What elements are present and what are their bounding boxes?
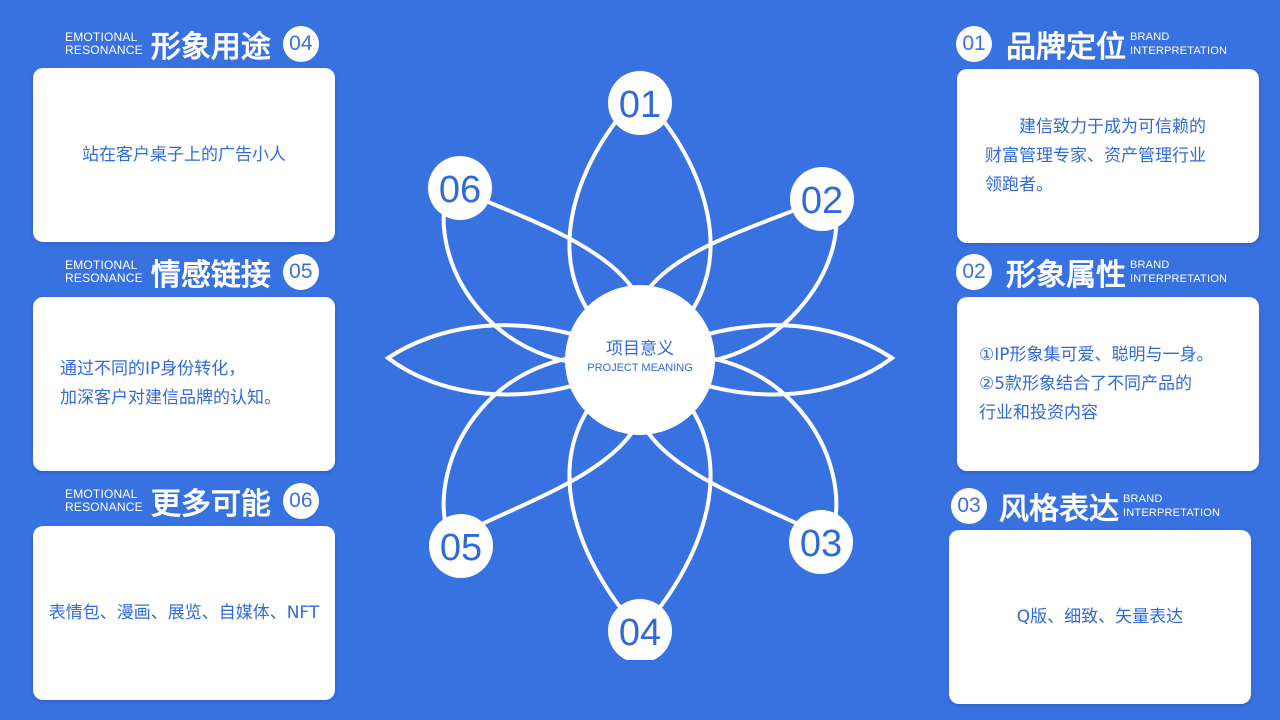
badge-circle [790, 167, 854, 231]
card-text-line: 行业和投资内容 [979, 402, 1098, 423]
section-subtitle: EMOTIONAL RESONANCE [65, 488, 143, 514]
section-header: 02 形象属性 BRAND INTERPRETATION [956, 250, 1227, 294]
subtitle-line: EMOTIONAL [65, 30, 138, 44]
petal-number: 05 [440, 527, 482, 569]
section-number-badge: 05 [282, 254, 319, 290]
section-title: 更多可能 [150, 487, 271, 522]
subtitle-line: RESONANCE [65, 43, 143, 57]
section-header: EMOTIONAL RESONANCE 情感链接 05 [65, 250, 319, 294]
section-number-badge: 01 [956, 26, 992, 62]
petal-badge-03: 03 [789, 510, 853, 574]
section-title: 形象属性 [1006, 258, 1126, 293]
info-card: 站在客户桌子上的广告小人 [33, 68, 335, 242]
card-text-line: 领跑者。 [985, 174, 1053, 195]
info-card: 通过不同的IP身份转化， 加深客户对建信品牌的认知。 [33, 297, 335, 471]
petal-number: 03 [800, 523, 842, 565]
petal-number: 04 [619, 612, 661, 654]
section-subtitle: EMOTIONAL RESONANCE [65, 259, 143, 285]
section-number-badge: 02 [956, 254, 992, 290]
card-text-line: 财富管理专家、资产管理行业 [985, 145, 1206, 166]
subtitle-line: BRAND [1123, 493, 1163, 505]
section-header: EMOTIONAL RESONANCE 形象用途 04 [65, 22, 319, 66]
card-text: 建信致力于成为可信赖的 财富管理专家、资产管理行业 领跑者。 [985, 113, 1206, 200]
card-text-line: 表情包、漫画、展览、自媒体、NFT [48, 602, 320, 623]
info-card: 表情包、漫画、展览、自媒体、NFT [33, 526, 335, 700]
subtitle-line: RESONANCE [65, 500, 143, 514]
card-text: 表情包、漫画、展览、自媒体、NFT [49, 599, 320, 628]
subtitle-line: INTERPRETATION [1123, 507, 1221, 519]
badge-circle [789, 510, 853, 574]
section-subtitle: BRAND INTERPRETATION [1130, 30, 1227, 58]
card-text-line: Q版、细致、矢量表达 [1016, 606, 1184, 627]
badge-circle [428, 156, 492, 220]
subtitle-line: RESONANCE [65, 271, 143, 285]
card-text-line: 加深客户对建信品牌的认知。 [60, 388, 281, 408]
section-title: 形象用途 [150, 30, 271, 65]
petal-number: 06 [439, 169, 481, 211]
petal-right [635, 323, 896, 397]
petal-left [384, 323, 645, 397]
subtitle-line: INTERPRETATION [1130, 273, 1228, 285]
section-number-badge: 03 [951, 488, 987, 524]
petal-badge-04: 04 [608, 599, 672, 660]
info-card: 建信致力于成为可信赖的 财富管理专家、资产管理行业 领跑者。 [957, 69, 1259, 243]
card-text-line: 站在客户桌子上的广告小人 [82, 144, 286, 165]
center-circle [565, 285, 715, 435]
card-text-line: 建信致力于成为可信赖的 [985, 116, 1206, 137]
section-header: 03 风格表达 BRAND INTERPRETATION [951, 484, 1220, 528]
subtitle-line: EMOTIONAL [65, 258, 138, 272]
section-subtitle: BRAND INTERPRETATION [1123, 492, 1220, 520]
petal-badge-05: 05 [429, 514, 493, 578]
petal-badge-01: 01 [608, 71, 672, 135]
center-title: 项目意义 [606, 339, 674, 359]
section-subtitle: BRAND INTERPRETATION [1130, 258, 1227, 286]
petal-badge-02: 02 [790, 167, 854, 231]
section-title: 品牌定位 [1006, 30, 1126, 65]
subtitle-line: BRAND [1130, 31, 1170, 43]
badge-circle [429, 514, 493, 578]
petal-number: 02 [801, 180, 843, 222]
section-title: 风格表达 [999, 492, 1119, 527]
badge-circle [608, 71, 672, 135]
card-text: 通过不同的IP身份转化， 加深客户对建信品牌的认知。 [60, 355, 281, 413]
subtitle-line: EMOTIONAL [65, 487, 138, 501]
subtitle-line: BRAND [1130, 259, 1170, 271]
section-header: EMOTIONAL RESONANCE 更多可能 06 [65, 479, 319, 523]
info-card: ①IP形象集可爱、聪明与一身。 ②5款形象结合了不同产品的 行业和投资内容 [957, 297, 1259, 471]
section-number-badge: 04 [282, 26, 319, 62]
info-card: Q版、细致、矢量表达 [949, 530, 1251, 704]
center-subtitle: PROJECT MEANING [587, 362, 693, 374]
section-number-badge: 06 [282, 483, 319, 519]
section-title: 情感链接 [150, 258, 271, 293]
subtitle-line: INTERPRETATION [1130, 45, 1228, 57]
card-text-line: ①IP形象集可爱、聪明与一身。 [979, 344, 1214, 365]
card-text: Q版、细致、矢量表达 [1017, 603, 1183, 632]
section-header: 01 品牌定位 BRAND INTERPRETATION [956, 22, 1227, 66]
petal-badge-06: 06 [428, 156, 492, 220]
section-subtitle: EMOTIONAL RESONANCE [65, 31, 143, 57]
badge-circle [608, 599, 672, 660]
petal-number: 01 [619, 84, 661, 126]
card-text-line: ②5款形象结合了不同产品的 [979, 373, 1193, 394]
card-text: ①IP形象集可爱、聪明与一身。 ②5款形象结合了不同产品的 行业和投资内容 [979, 341, 1214, 428]
card-text: 站在客户桌子上的广告小人 [82, 141, 286, 170]
card-text-line: 通过不同的IP身份转化， [60, 359, 246, 379]
flower-diagram: 项目意义 PROJECT MEANING 01 02 03 04 05 06 [384, 71, 896, 660]
